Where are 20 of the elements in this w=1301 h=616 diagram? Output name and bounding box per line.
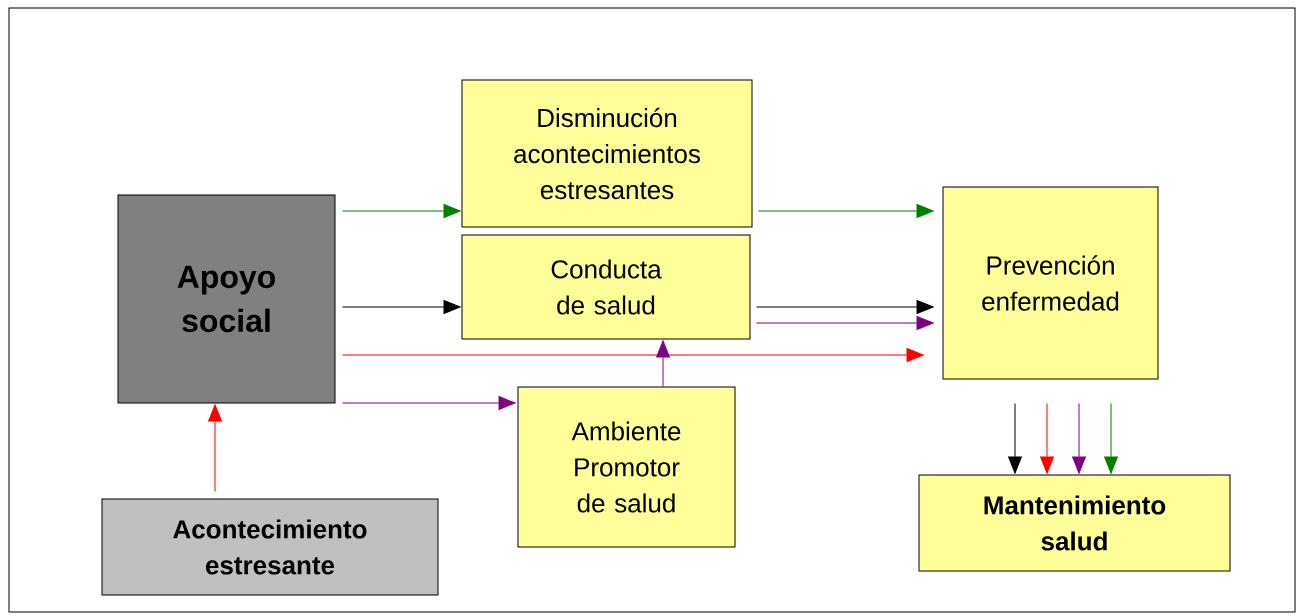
arrow [1104, 403, 1118, 474]
process-box: Disminución acontecimientos estresantes [461, 79, 753, 228]
arrow [756, 300, 934, 314]
arrow [342, 204, 461, 218]
input-box: Acontecimiento estresante [101, 498, 439, 596]
arrow [1008, 403, 1022, 474]
process-box: Apoyo social [117, 194, 336, 404]
outcome-box: Mantenimiento salud [918, 474, 1231, 572]
arrow [758, 204, 934, 218]
arrow [656, 340, 670, 387]
process-box: Prevención enfermedad [942, 186, 1159, 380]
arrow [1072, 403, 1086, 474]
process-box: Conducta de salud [461, 234, 751, 340]
arrow [756, 316, 934, 330]
arrow [342, 300, 461, 314]
arrow [342, 396, 516, 410]
arrow [1040, 403, 1054, 474]
arrow [208, 404, 222, 492]
arrow [342, 348, 924, 362]
process-box: Ambiente Promotor de salud [517, 386, 736, 548]
